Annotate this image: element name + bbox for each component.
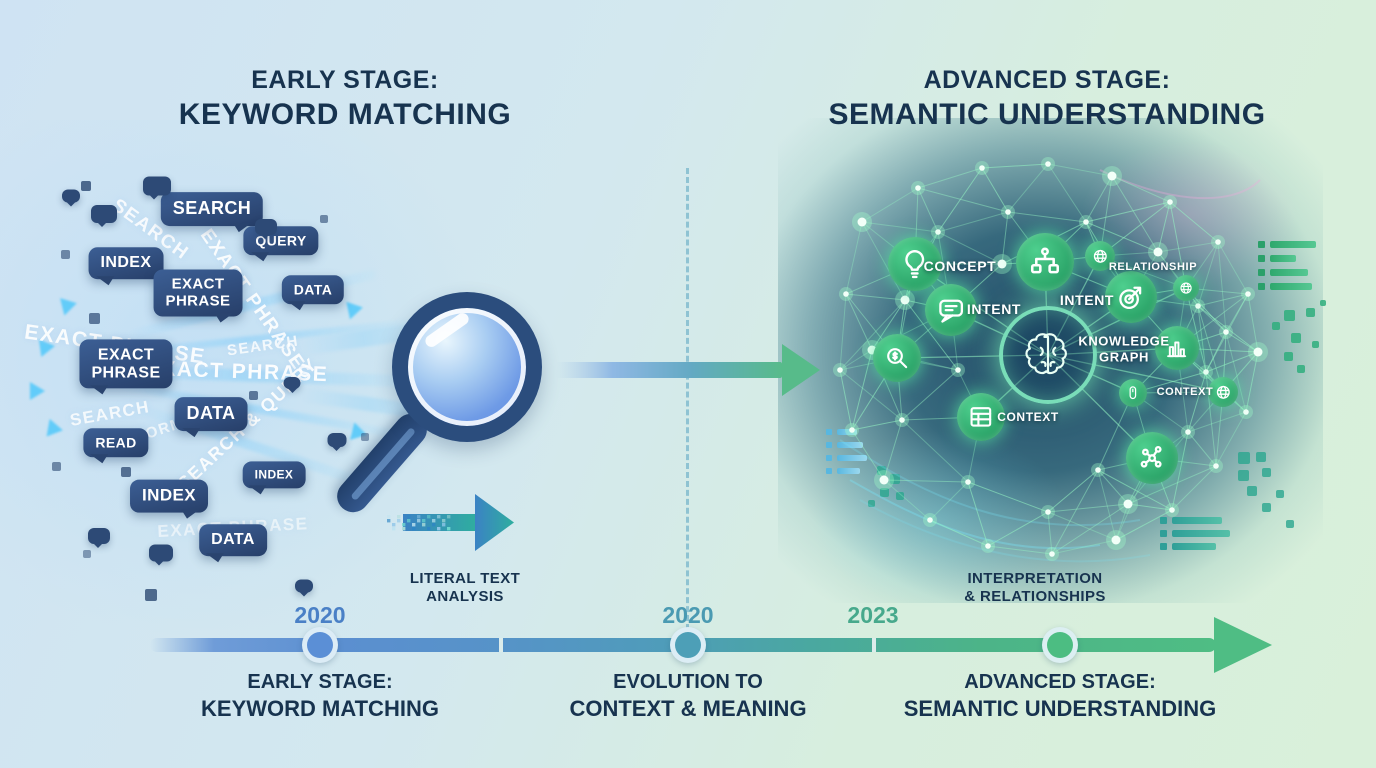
- timeline-dot: [1042, 627, 1078, 663]
- mini-speech-bubble: [327, 433, 347, 451]
- interpretation-label: INTERPRETATION & RELATIONSHIPS: [964, 570, 1106, 607]
- timeline-stage-line2: KEYWORD MATCHING: [201, 696, 439, 721]
- pixel-square: [89, 313, 100, 324]
- early-stage-title-line2: KEYWORD MATCHING: [178, 98, 512, 131]
- literal-text-analysis-label: LITERAL TEXT ANALYSIS: [410, 570, 520, 607]
- magnifier-shine: [423, 310, 471, 350]
- pixel-square: [81, 181, 91, 191]
- timeline-segment-gap: [872, 638, 876, 652]
- speech-bubble: EXACT PHRASE: [153, 269, 243, 317]
- speech-bubble: DATA: [199, 524, 267, 556]
- timeline-stage-label: EARLY STAGE: KEYWORD MATCHING: [201, 671, 439, 722]
- timeline-year: 2020: [294, 602, 346, 628]
- pixel-square: [52, 462, 61, 471]
- pixel-square: [83, 550, 91, 558]
- light-streak-arrowhead: [46, 418, 65, 440]
- speech-bubble: SEARCH: [160, 192, 264, 226]
- mini-speech-bubble: [91, 205, 117, 227]
- mini-speech-bubble: [88, 528, 110, 548]
- advanced-stage-title-line2: SEMANTIC UNDERSTANDING: [828, 98, 1266, 131]
- mini-speech-bubble: [143, 176, 171, 200]
- timeline-stage-line1: ADVANCED STAGE:: [964, 671, 1156, 693]
- brain-icon: [1025, 333, 1067, 375]
- timeline-dot: [670, 627, 706, 663]
- pixel-square: [145, 589, 157, 601]
- timeline-stage-line2: CONTEXT & MEANING: [569, 696, 807, 721]
- mini-speech-bubble: [62, 189, 80, 207]
- advanced-stage-title: ADVANCED STAGE: SEMANTIC UNDERSTANDING: [828, 66, 1265, 132]
- pixel-square: [320, 215, 328, 223]
- timeline-stage-line2: SEMANTIC UNDERSTANDING: [903, 696, 1217, 721]
- mini-speech-bubble: [149, 544, 173, 566]
- timeline-segment-gap: [499, 638, 503, 652]
- early-stage-title-line1: EARLY STAGE:: [251, 66, 439, 94]
- timeline-year: 2023: [847, 602, 899, 628]
- speech-bubble: READ: [83, 428, 149, 458]
- timeline-stage-label: ADVANCED STAGE: SEMANTIC UNDERSTANDING: [904, 671, 1216, 722]
- literal-text-arrow: [387, 494, 514, 551]
- brain-circle: [999, 306, 1097, 404]
- speech-bubble: INDEX: [130, 479, 208, 513]
- speech-bubble: DATA: [174, 397, 248, 431]
- transition-arrow: [556, 344, 820, 396]
- interpretation-line1: INTERPRETATION: [967, 570, 1103, 587]
- early-stage-title: EARLY STAGE: KEYWORD MATCHING: [179, 66, 511, 132]
- pixel-square: [249, 391, 258, 400]
- literal-text-analysis-line1: LITERAL TEXT: [409, 570, 521, 587]
- literal-text-analysis-line2: ANALYSIS: [426, 588, 504, 606]
- speech-bubble: EXACT PHRASE: [79, 339, 173, 389]
- timeline-stage-line1: EARLY STAGE:: [247, 671, 393, 693]
- timeline-dot: [302, 627, 338, 663]
- mini-speech-bubble: [283, 377, 301, 393]
- pixel-square: [121, 467, 131, 477]
- advanced-stage-title-line1: ADVANCED STAGE:: [923, 66, 1171, 94]
- light-streak-arrowhead: [30, 382, 45, 400]
- mini-speech-bubble: [255, 219, 277, 239]
- timeline-stage-line1: EVOLUTION TO: [613, 671, 763, 693]
- speech-bubble: INDEX: [242, 461, 306, 489]
- timeline-stage-label: EVOLUTION TO CONTEXT & MEANING: [569, 671, 806, 722]
- pixel-square: [361, 433, 369, 441]
- timeline-year: 2020: [662, 602, 714, 628]
- speech-bubble: DATA: [281, 275, 345, 305]
- stage-divider-dashed-line: [686, 168, 689, 630]
- pixel-square: [61, 250, 70, 259]
- speech-bubble: INDEX: [88, 247, 164, 279]
- interpretation-line2: & RELATIONSHIPS: [964, 588, 1106, 606]
- timeline-arrowhead: [1214, 617, 1272, 673]
- mini-speech-bubble: [295, 579, 313, 597]
- magnifier-icon: [392, 292, 542, 442]
